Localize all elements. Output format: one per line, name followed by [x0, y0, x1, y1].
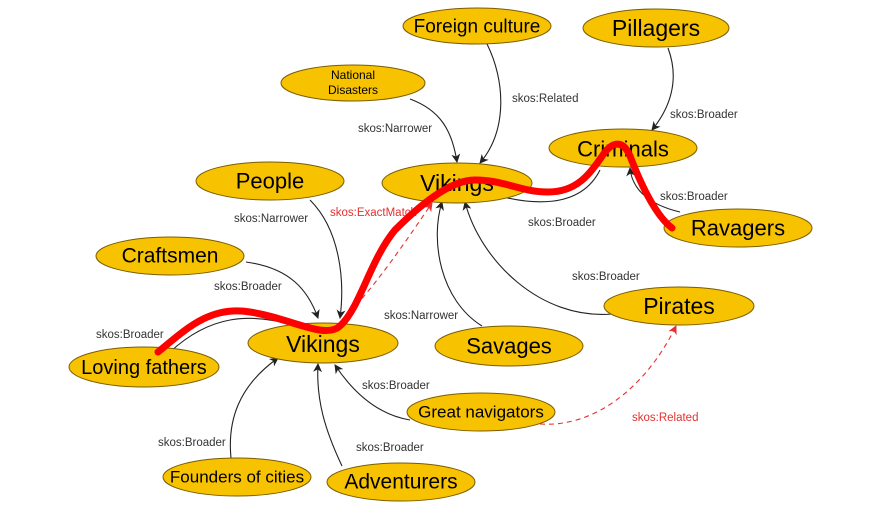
node-label-line1: National: [331, 68, 375, 82]
edge-label-narrower: skos:Narrower: [358, 123, 432, 135]
node-loving-fathers[interactable]: Loving fathers: [68, 346, 220, 388]
edge-label-broader: skos:Broader: [96, 329, 164, 341]
node-people[interactable]: People: [195, 161, 345, 201]
edge-label-related: skos:Related: [512, 93, 578, 105]
node-label: Ravagers: [691, 216, 785, 241]
edge-label-narrower: skos:Narrower: [234, 213, 308, 225]
edge-label-narrower: skos:Narrower: [384, 310, 458, 322]
edge-foreign-to-vikings: [479, 43, 502, 164]
node-label: Adventurers: [344, 471, 457, 494]
node-founders-of-cities[interactable]: Founders of cities: [162, 457, 312, 497]
node-label: Pillagers: [612, 15, 700, 41]
node-savages[interactable]: Savages: [434, 325, 584, 367]
highlight-path: [154, 140, 676, 356]
edge-label-related-red: skos:Related: [632, 412, 698, 424]
node-label: Vikings: [286, 331, 360, 357]
edge-adventurers-to-vikings: [313, 363, 343, 467]
edge-label-broader: skos:Broader: [362, 380, 430, 392]
edge-national-to-vikings: [409, 98, 461, 163]
node-label: Pirates: [643, 293, 715, 319]
edge-label-broader: skos:Broader: [670, 109, 738, 121]
node-ravagers[interactable]: Ravagers: [663, 208, 813, 248]
edge-label-broader: skos:Broader: [528, 217, 596, 229]
edge-navigators-to-pirates: [539, 325, 677, 425]
node-pillagers[interactable]: Pillagers: [582, 8, 730, 48]
node-label: Founders of cities: [170, 468, 304, 487]
edge-pillagers-to-criminals: [651, 47, 674, 131]
edge-label-broader: skos:Broader: [356, 442, 424, 454]
edges: skos:Related skos:Narrower skos:Broader …: [96, 43, 738, 467]
edge-craftsmen-to-vikings: [245, 261, 320, 319]
node-label: People: [236, 169, 305, 194]
node-vikings-main[interactable]: Vikings: [247, 322, 399, 364]
edge-savages-to-vikings: [435, 201, 483, 327]
node-label: Great navigators: [418, 403, 544, 422]
edge-label-broader: skos:Broader: [660, 191, 728, 203]
node-label: Savages: [466, 334, 552, 359]
edge-people-to-vikings: [309, 199, 346, 319]
edge-pirates-to-vikings: [462, 201, 613, 315]
edge-label-exactmatch: skos:ExactMatch: [330, 207, 417, 219]
edge-label-broader: skos:Broader: [572, 271, 640, 283]
node-label-line2: Disasters: [328, 83, 378, 97]
edge-navigators-to-vikings: [334, 364, 411, 421]
nodes: Foreign culture Pillagers National Disas…: [68, 7, 813, 502]
node-craftsmen[interactable]: Craftsmen: [95, 236, 245, 276]
edge-founders-to-vikings: [229, 357, 279, 467]
node-adventurers[interactable]: Adventurers: [326, 462, 476, 502]
node-national-disasters[interactable]: National Disasters: [280, 64, 426, 102]
node-foreign-culture[interactable]: Foreign culture: [402, 7, 552, 45]
node-label: Loving fathers: [81, 357, 207, 379]
edge-label-broader: skos:Broader: [214, 281, 282, 293]
edge-label-broader: skos:Broader: [158, 437, 226, 449]
node-label: Craftsmen: [122, 245, 219, 268]
node-label: Foreign culture: [414, 17, 541, 38]
node-pirates[interactable]: Pirates: [603, 286, 755, 326]
node-great-navigators[interactable]: Great navigators: [406, 392, 556, 432]
